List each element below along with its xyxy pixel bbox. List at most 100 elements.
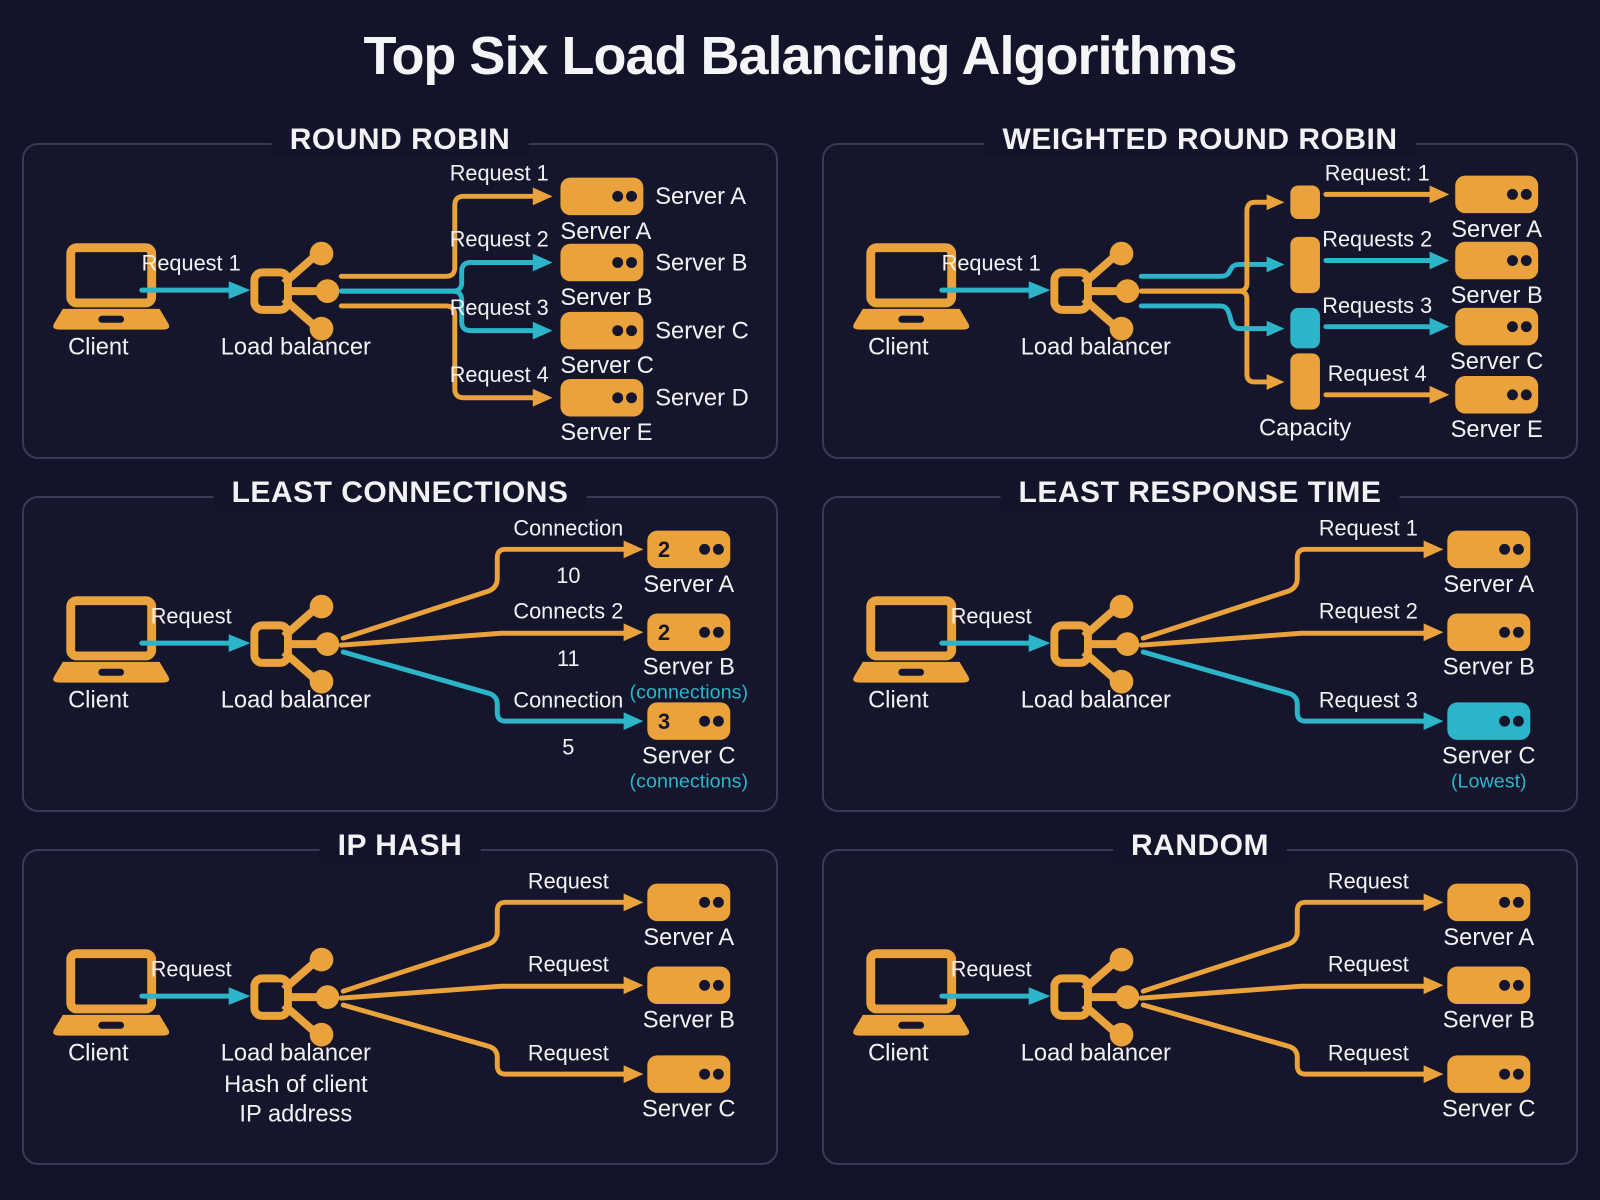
connection-value: 5: [562, 734, 574, 759]
arrowhead-icon: [623, 540, 644, 558]
arrowhead-icon: [1423, 1064, 1444, 1083]
load-balancer-label: Load balancer: [1021, 1040, 1171, 1066]
client-request-label: Request 1: [942, 250, 1041, 275]
server-below-label: Server A: [1443, 924, 1534, 950]
arrowhead-icon: [1028, 633, 1051, 652]
page-title: Top Six Load Balancing Algorithms: [363, 26, 1237, 86]
load-balancer-icon: [254, 947, 339, 1046]
arrowhead-icon: [532, 388, 553, 407]
arrowhead-icon: [623, 976, 644, 994]
client-label: Client: [868, 687, 929, 713]
panel-round-robin: ROUND ROBIN Client Request 1 Load balanc…: [22, 122, 778, 459]
client-request-label: Request: [951, 956, 1032, 981]
request-label: Request 3: [450, 295, 549, 320]
request-label: Request 1: [1319, 515, 1418, 540]
arrowhead-icon: [1429, 385, 1450, 404]
connection-label: Connection: [513, 687, 623, 712]
load-balancer-label: Load balancer: [221, 1040, 371, 1066]
feeder-bar3: [1138, 303, 1270, 331]
server-icon: [1447, 613, 1531, 651]
request-label: Request: [528, 951, 609, 976]
capacity-bar: [1290, 185, 1320, 219]
arrowhead-icon: [228, 986, 251, 1005]
load-balancer-label: Load balancer: [1021, 334, 1171, 360]
request-label: Request 2: [1319, 598, 1418, 623]
request-label: Request: [1328, 951, 1409, 976]
panel-title: WEIGHTED ROUND ROBIN: [984, 122, 1416, 157]
arrowhead-icon: [1429, 251, 1450, 270]
arrowhead-icon: [623, 623, 644, 641]
connector-row1: [1140, 546, 1427, 641]
arrowhead-icon: [1028, 280, 1051, 299]
server-below-label: Server C: [642, 743, 735, 769]
request-label: Request 4: [1328, 361, 1427, 386]
server-below-label: Server A: [1443, 571, 1534, 597]
server-note: (connections): [630, 681, 748, 703]
arrowhead-icon: [1028, 986, 1051, 1005]
feeder-bar2: [1138, 261, 1270, 279]
server-icon: [560, 378, 644, 417]
server-icon: [560, 177, 644, 215]
server-below-label: Server C: [1442, 1096, 1535, 1122]
request-label: Request 4: [450, 362, 549, 387]
server-icon: [1455, 241, 1539, 279]
connector-row2: [338, 983, 627, 1001]
connection-label: Connection: [513, 515, 623, 540]
server-connection-count: 2: [658, 620, 670, 645]
feeder-bar4: [1138, 288, 1270, 385]
server-icon: [1447, 1055, 1531, 1093]
request-label: Request 1: [450, 160, 549, 185]
server-side-label: Server C: [655, 318, 748, 344]
server-icon: [1447, 530, 1531, 568]
panel-title: ROUND ROBIN: [271, 122, 529, 157]
capacity-label: Capacity: [1259, 415, 1351, 441]
panel-title: LEAST CONNECTIONS: [213, 475, 587, 510]
server-below-label: Server A: [643, 571, 734, 597]
server-side-label: Server D: [655, 385, 748, 411]
panel-ip-hash: IP HASH Client Request Load balancer Has…: [22, 828, 778, 1165]
panels-grid: ROUND ROBIN Client Request 1 Load balanc…: [0, 122, 1600, 1165]
arrowhead-icon: [1423, 540, 1444, 558]
arrowhead-icon: [623, 893, 644, 911]
client-request-label: Request: [151, 603, 232, 628]
server-below-label: Server A: [643, 924, 734, 950]
connector-row2: [1138, 983, 1427, 1001]
request-label: Request: 1: [1325, 160, 1430, 185]
arrowhead-icon: [1423, 711, 1444, 730]
request-label: Request: [528, 868, 609, 893]
connector-row2: [338, 630, 627, 648]
server-note: (connections): [630, 770, 748, 792]
load-balancer-icon: [1054, 594, 1139, 693]
arrowhead-icon: [1266, 194, 1285, 210]
connector-row4: [338, 303, 536, 400]
client-request-label: Request: [951, 603, 1032, 628]
panel-random: RANDOM Client Request Load balancer Requ…: [822, 828, 1578, 1165]
arrowhead-icon: [228, 280, 251, 299]
arrowhead-icon: [623, 1064, 644, 1083]
request-label: Request 2: [450, 226, 549, 251]
arrowhead-icon: [1429, 317, 1450, 336]
load-balancer-sub-label: IP address: [239, 1101, 352, 1127]
server-icon: [647, 966, 731, 1004]
server-icon: [1455, 375, 1539, 414]
server-below-label: Server B: [1451, 283, 1543, 309]
server-below-label: Server C: [1450, 349, 1543, 375]
client-label: Client: [68, 334, 129, 360]
server-below-label: Server E: [1451, 417, 1543, 443]
server-side-label: Server A: [655, 184, 746, 210]
server-below-label: Server B: [643, 1007, 735, 1033]
client-label: Client: [68, 1040, 129, 1066]
connector-row3: [1140, 649, 1427, 724]
connector-row3: [340, 649, 627, 724]
panel-title: IP HASH: [319, 828, 481, 863]
arrowhead-icon: [228, 633, 251, 652]
server-icon: [560, 311, 644, 350]
request-label: Request 3: [1319, 687, 1418, 712]
load-balancer-sub-label: Hash of client: [224, 1072, 368, 1098]
server-below-label: Server B: [1443, 654, 1535, 680]
request-label: Request: [1328, 868, 1409, 893]
load-balancer-icon: [1054, 241, 1139, 340]
arrowhead-icon: [1429, 185, 1450, 203]
capacity-bar: [1290, 307, 1320, 349]
load-balancer-label: Load balancer: [221, 687, 371, 713]
